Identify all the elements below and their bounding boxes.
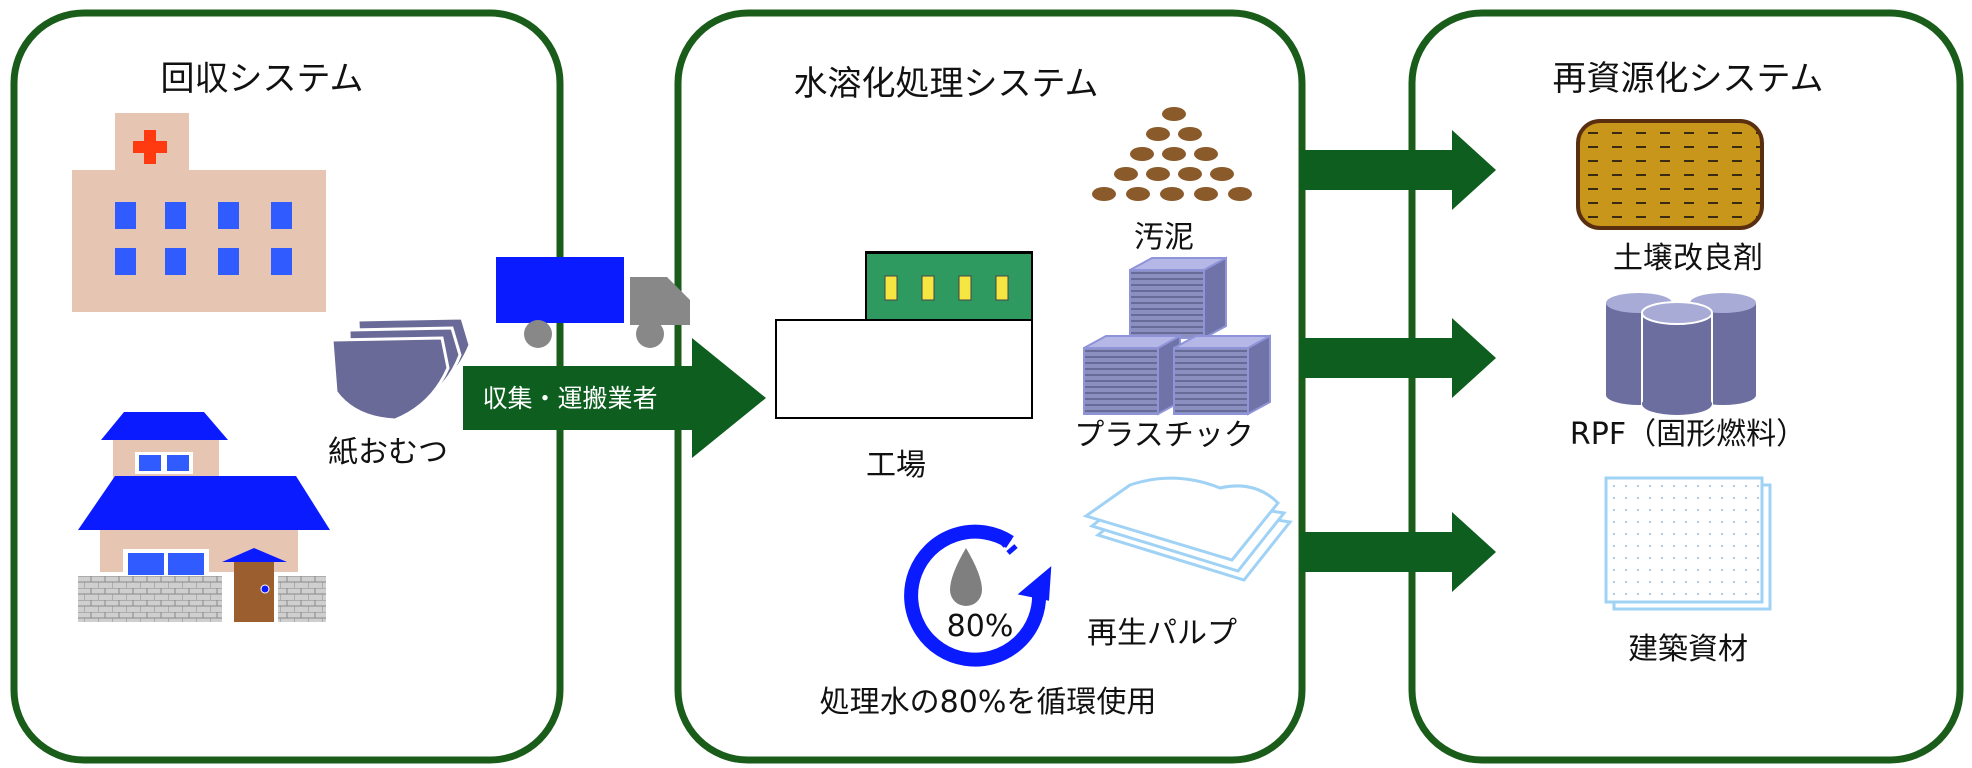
building-label: 建築資材 — [1628, 632, 1748, 667]
plastic-label: プラスチック — [1074, 418, 1253, 453]
output-arrow-rpf — [1300, 318, 1496, 398]
factory-label: 工場 — [866, 448, 926, 483]
truck-icon — [496, 257, 690, 348]
plastic-icon — [1083, 256, 1271, 416]
house-icon — [78, 412, 330, 622]
pulp-label: 再生パルプ — [1087, 616, 1237, 651]
water-percent: 80% — [947, 609, 1014, 644]
diaper-label: 紙おむつ — [328, 435, 448, 470]
building-material-icon — [1604, 476, 1772, 611]
output-arrow-soil — [1300, 130, 1496, 210]
transport-label: 収集・運搬業者 — [482, 384, 657, 413]
sludge-label: 汚泥 — [1134, 220, 1194, 255]
water-caption: 処理水の80%を循環使用 — [820, 685, 1157, 720]
factory-icon — [775, 251, 1033, 419]
transport-arrow — [463, 338, 766, 458]
recycling-title: 再資源化システム — [1553, 59, 1824, 99]
sludge-icon — [1092, 107, 1252, 201]
soil-icon — [1576, 119, 1764, 230]
processing-title: 水溶化処理システム — [794, 64, 1099, 104]
pulp-icon — [1082, 476, 1293, 582]
output-arrow-building — [1300, 512, 1496, 592]
rpf-label: RPF（固形燃料） — [1570, 417, 1806, 452]
soil-label: 土壌改良剤 — [1613, 241, 1763, 276]
collection-title: 回収システム — [161, 59, 364, 99]
water-cycle-icon — [904, 524, 1052, 667]
hospital-icon — [72, 113, 326, 312]
rpf-icon — [1606, 293, 1756, 415]
diaper-icon — [330, 316, 472, 422]
